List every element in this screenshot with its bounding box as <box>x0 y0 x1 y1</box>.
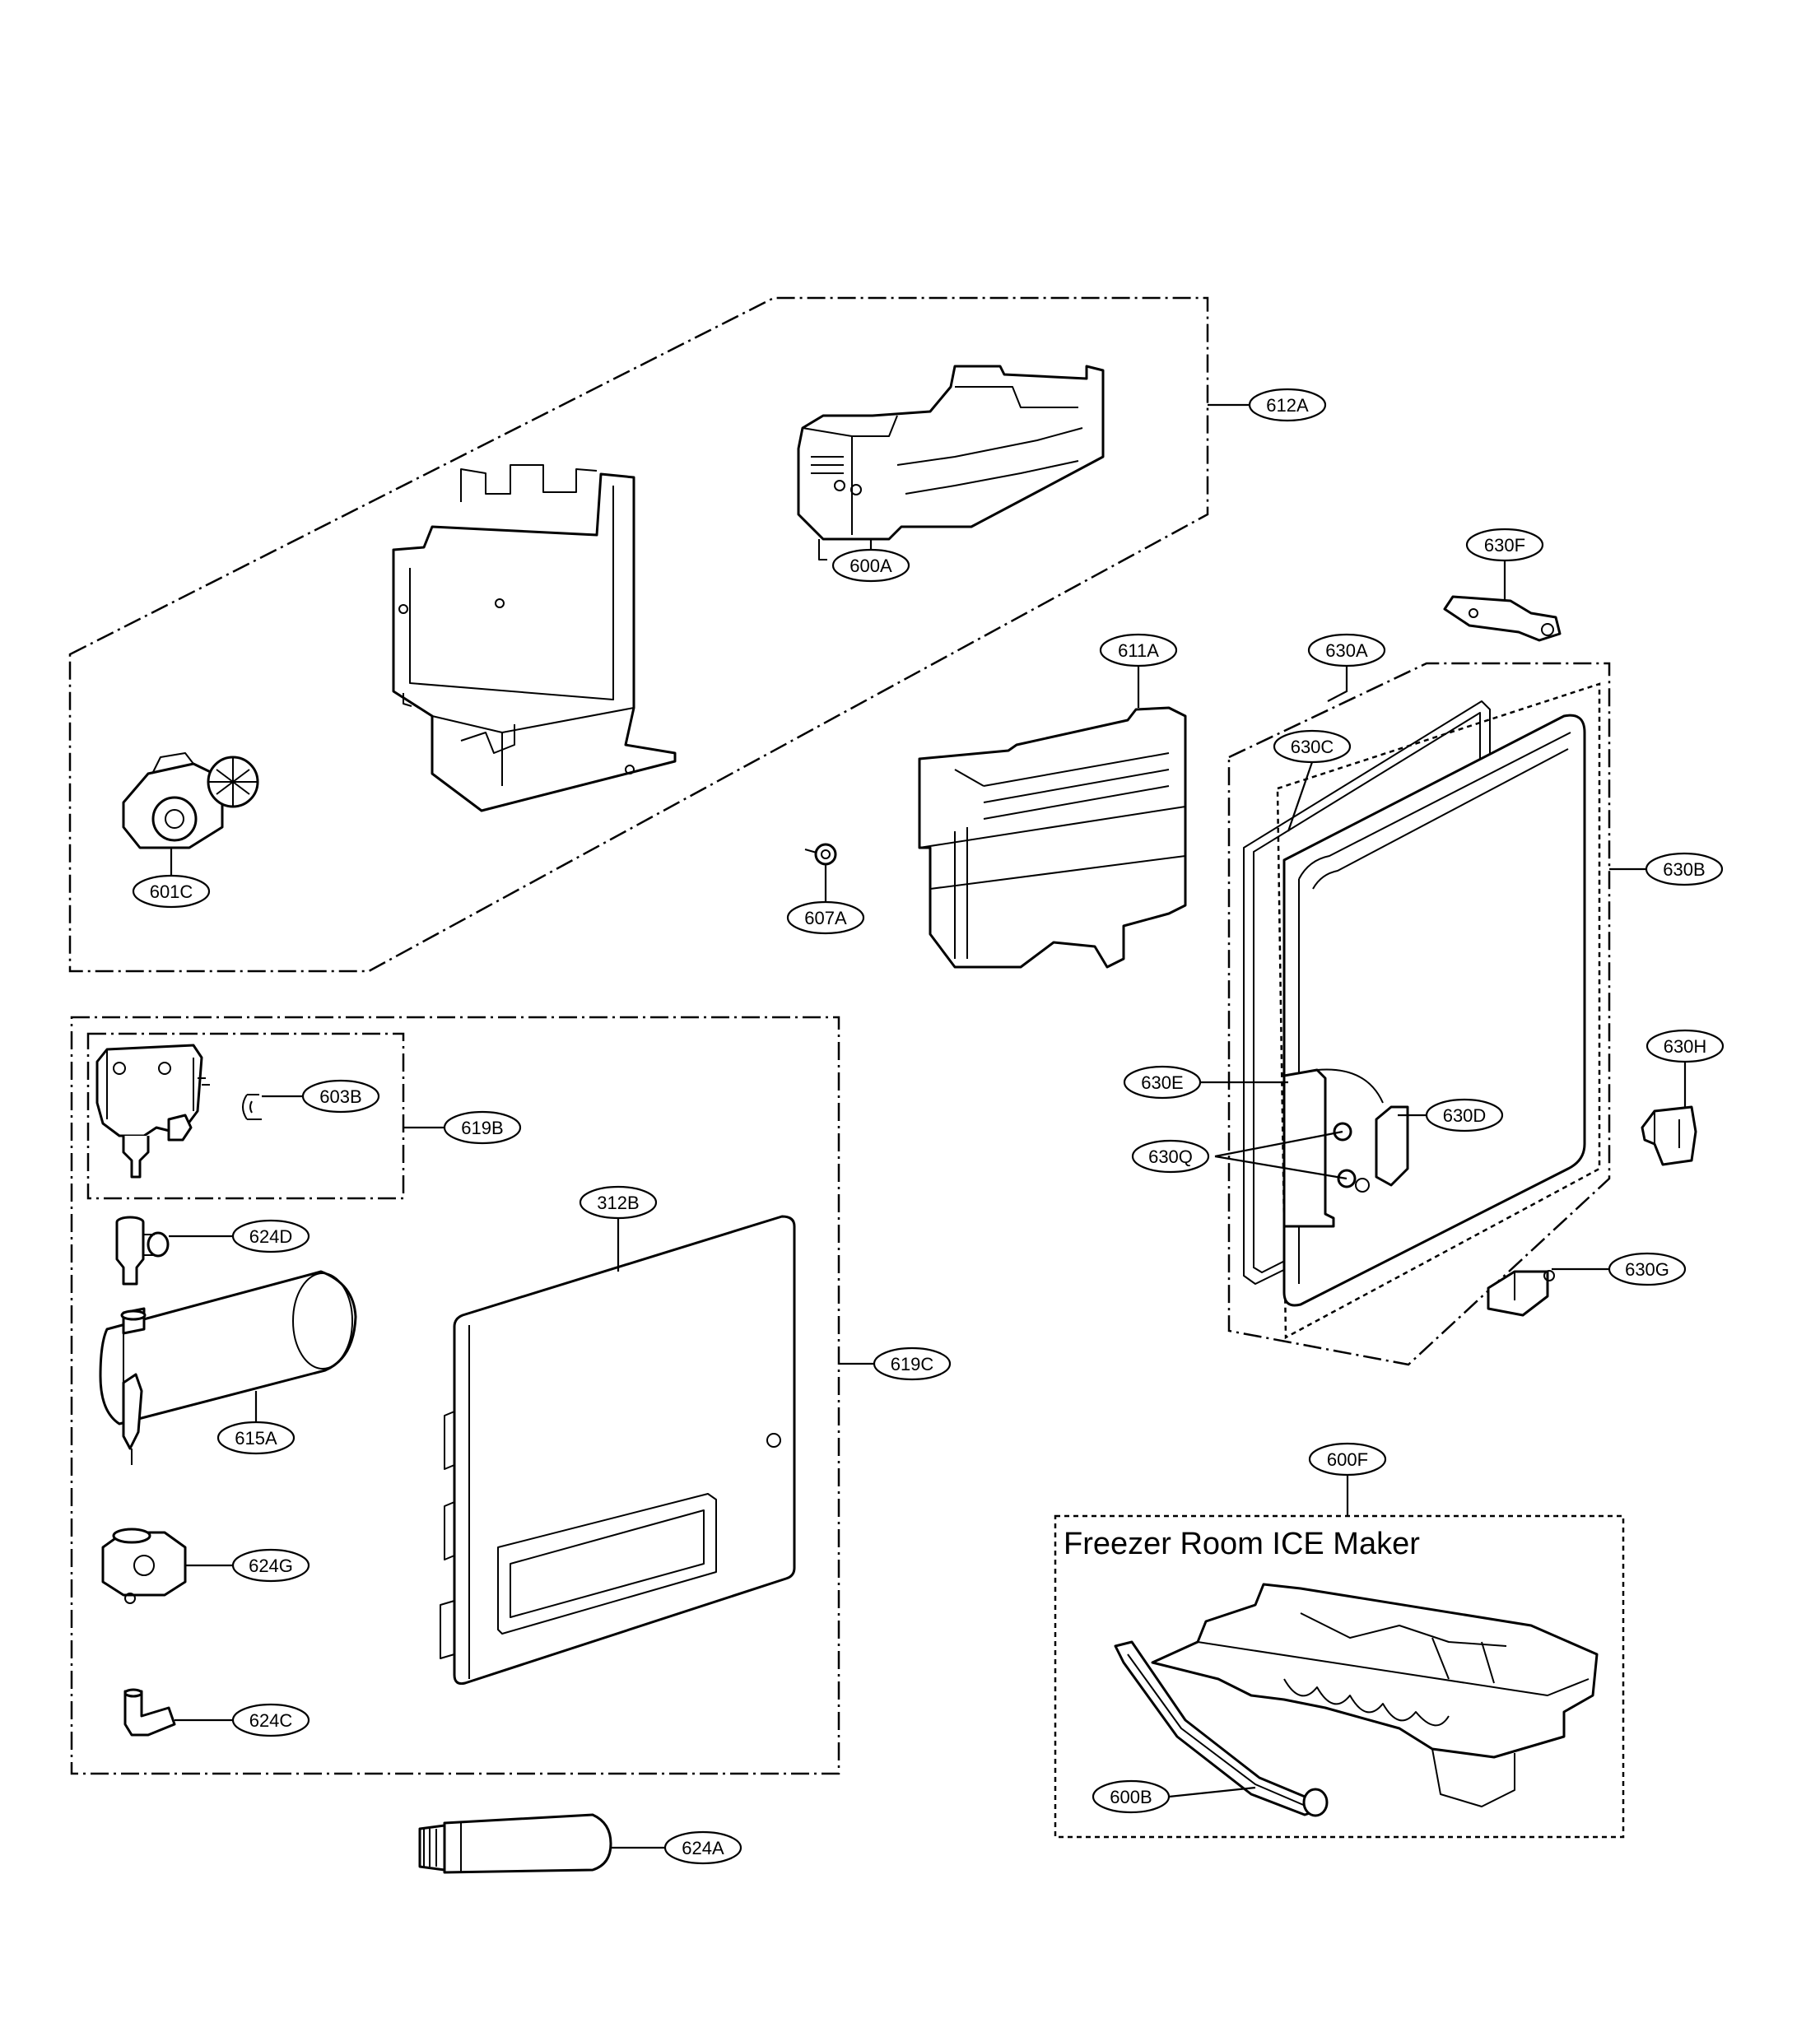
svg-text:600F: 600F <box>1327 1449 1368 1470</box>
part-612a-bracket <box>392 464 677 812</box>
callout-615a: 615A <box>216 1421 296 1455</box>
part-630h-clip <box>1641 1105 1697 1166</box>
svg-text:630A: 630A <box>1325 640 1368 661</box>
svg-text:607A: 607A <box>804 908 847 928</box>
svg-text:630G: 630G <box>1625 1259 1669 1280</box>
svg-text:630C: 630C <box>1291 737 1334 757</box>
svg-text:312B: 312B <box>597 1193 639 1213</box>
svg-text:630H: 630H <box>1664 1036 1707 1057</box>
part-624g-fitting <box>101 1528 187 1604</box>
callout-630a: 630A <box>1307 633 1386 667</box>
callout-619c: 619C <box>873 1346 952 1381</box>
callout-630c: 630C <box>1273 729 1352 764</box>
part-630g-hinge <box>1487 1270 1555 1317</box>
part-630f-hinge <box>1443 595 1562 642</box>
svg-text:619B: 619B <box>461 1118 503 1138</box>
part-624a-inline-filter <box>418 1813 612 1874</box>
part-603b-clip <box>242 1094 262 1120</box>
part-600f-freezer-icemaker <box>1114 1583 1599 1817</box>
callout-600a: 600A <box>831 548 910 583</box>
callout-312b: 312B <box>579 1185 658 1220</box>
callout-603b: 603B <box>301 1079 380 1114</box>
callout-630e: 630E <box>1123 1065 1202 1100</box>
svg-text:624D: 624D <box>249 1226 293 1247</box>
svg-text:600A: 600A <box>849 556 892 576</box>
part-619b-valve <box>95 1044 210 1179</box>
svg-text:630B: 630B <box>1663 859 1705 880</box>
svg-text:624G: 624G <box>249 1556 293 1576</box>
callout-630h: 630H <box>1645 1029 1725 1063</box>
part-607a-screw <box>804 843 837 866</box>
callout-630q: 630Q <box>1131 1139 1210 1174</box>
svg-text:603B: 603B <box>319 1086 361 1107</box>
callout-607a: 607A <box>786 900 865 935</box>
callout-624a: 624A <box>663 1830 742 1865</box>
callout-619b: 619B <box>443 1110 522 1145</box>
part-611a-cover <box>918 706 1187 969</box>
svg-text:624C: 624C <box>249 1710 293 1731</box>
part-624c-elbow <box>123 1688 176 1737</box>
part-630e-630d-latch <box>1282 1068 1409 1228</box>
callout-612a: 612A <box>1248 388 1327 422</box>
svg-text:630F: 630F <box>1484 535 1525 556</box>
callout-630g: 630G <box>1608 1252 1687 1286</box>
group-600f-boundary <box>1054 1514 1625 1839</box>
callout-624g: 624G <box>231 1548 310 1583</box>
svg-text:619C: 619C <box>891 1354 934 1374</box>
callout-630d: 630D <box>1425 1098 1504 1132</box>
group-612a-boundary <box>68 296 1209 973</box>
callout-600b: 600B <box>1092 1779 1171 1814</box>
svg-text:611A: 611A <box>1118 640 1159 661</box>
callout-630f: 630F <box>1465 528 1544 562</box>
svg-text:630D: 630D <box>1443 1105 1487 1126</box>
part-630b-door <box>1282 714 1586 1307</box>
leader-lines <box>169 403 1687 1849</box>
svg-text:600B: 600B <box>1110 1787 1152 1807</box>
svg-text:612A: 612A <box>1266 395 1309 416</box>
callout-624d: 624D <box>231 1219 310 1253</box>
svg-text:630Q: 630Q <box>1148 1146 1193 1167</box>
part-601c-motor <box>122 752 259 849</box>
callout-601c: 601C <box>132 874 211 909</box>
freezer-icemaker-heading: Freezer Room ICE Maker <box>1064 1527 1420 1561</box>
group-619c-boundary <box>70 1016 840 1775</box>
callout-630b: 630B <box>1645 852 1724 886</box>
svg-text:601C: 601C <box>150 881 193 902</box>
callout-611a: 611A <box>1099 633 1178 667</box>
svg-text:630E: 630E <box>1141 1072 1183 1093</box>
part-312b-panel <box>440 1215 796 1685</box>
svg-text:624A: 624A <box>682 1838 724 1858</box>
svg-text:615A: 615A <box>235 1428 277 1449</box>
part-615a-filter <box>99 1270 357 1465</box>
part-600a-icemaker <box>797 365 1105 560</box>
part-624d-fitting <box>115 1216 170 1286</box>
group-619b-boundary <box>86 1032 405 1200</box>
callout-624c: 624C <box>231 1703 310 1737</box>
callout-600f: 600F <box>1308 1442 1387 1477</box>
group-630a-boundary <box>1227 662 1611 1366</box>
